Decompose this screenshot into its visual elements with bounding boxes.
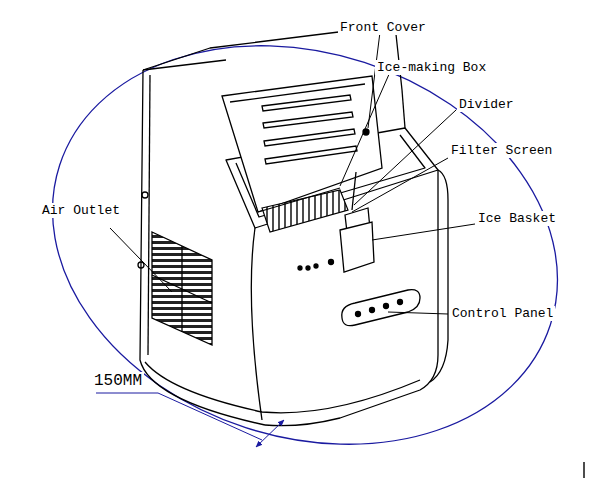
dimension-150	[96, 393, 284, 447]
part-label: Divider	[457, 97, 516, 112]
dimension-label: 150MM	[92, 372, 144, 390]
machine-body	[138, 25, 448, 426]
control-panel	[342, 290, 420, 326]
ice-making-box	[258, 188, 348, 232]
air-outlet-grille	[152, 232, 212, 345]
part-label: Ice Basket	[476, 211, 558, 226]
part-label: Front Cover	[338, 20, 428, 35]
part-label: Control Panel	[450, 306, 555, 321]
part-label: Ice-making Box	[375, 60, 488, 75]
ice-basket	[298, 172, 374, 272]
part-label: Filter Screen	[449, 143, 554, 158]
cursor-mark	[583, 462, 584, 478]
part-label: Air Outlet	[40, 203, 122, 218]
